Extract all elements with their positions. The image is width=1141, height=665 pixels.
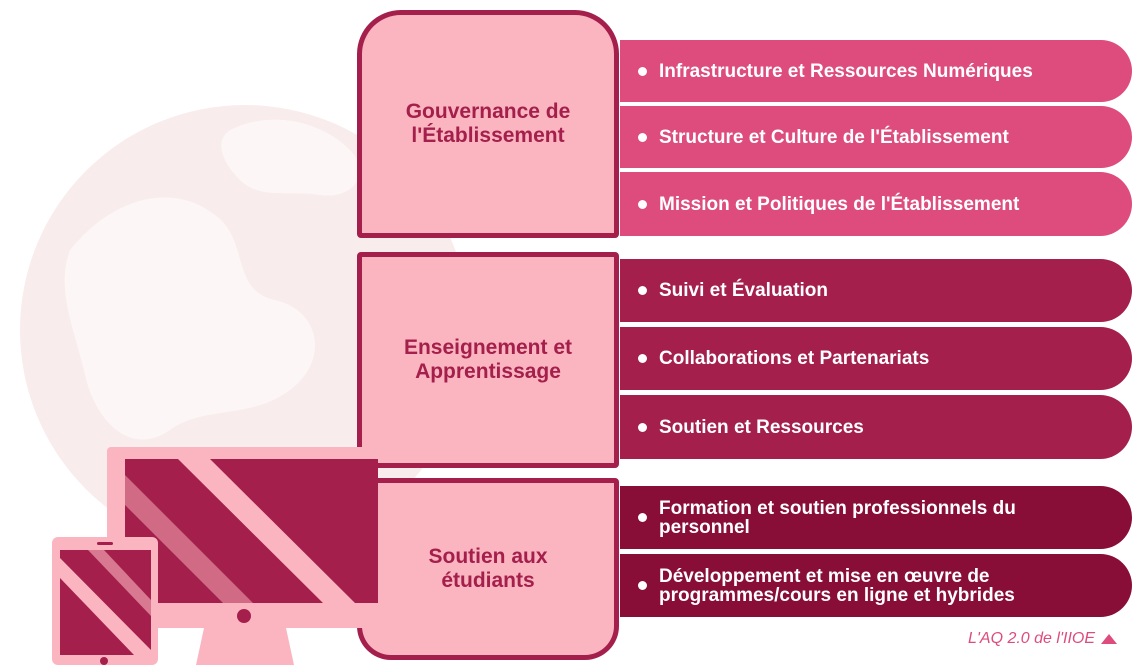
bullet-icon bbox=[638, 513, 647, 522]
category-enseignement: Enseignement et Apprentissage bbox=[357, 252, 619, 468]
item-pill: Suivi et Évaluation bbox=[620, 259, 1132, 322]
category-label: Enseignement et Apprentissage bbox=[403, 336, 573, 383]
item-label: Infrastructure et Ressources Numériques bbox=[659, 60, 1033, 82]
bullet-icon bbox=[638, 286, 647, 295]
item-label: Mission et Politiques de l'Établissement bbox=[659, 193, 1020, 215]
bullet-icon bbox=[638, 354, 647, 363]
category-label: Soutien aux étudiants bbox=[428, 545, 548, 592]
item-pill: Soutien et Ressources bbox=[620, 395, 1132, 459]
bullet-icon bbox=[638, 422, 647, 432]
bullet-icon bbox=[638, 199, 647, 209]
bullet-icon bbox=[638, 66, 647, 76]
item-label: Développement et mise en œuvre de progra… bbox=[659, 565, 1015, 606]
item-label: Soutien et Ressources bbox=[659, 416, 864, 438]
item-label: Formation et soutien professionnels du p… bbox=[659, 497, 1016, 538]
bullet-icon bbox=[638, 581, 647, 590]
chevron-up-icon bbox=[1101, 634, 1117, 644]
item-pill: Développement et mise en œuvre de progra… bbox=[620, 554, 1132, 617]
item-label: Structure et Culture de l'Établissement bbox=[659, 126, 1009, 148]
footer-label: L'AQ 2.0 de l'IIOE bbox=[967, 630, 1095, 647]
bullet-icon bbox=[638, 132, 647, 142]
item-pill: Collaborations et Partenariats bbox=[620, 327, 1132, 390]
category-gouvernance: Gouvernance de l'Établissement bbox=[357, 10, 619, 238]
item-pill: Formation et soutien professionnels du p… bbox=[620, 486, 1132, 549]
footer-credit: L'AQ 2.0 de l'IIOE bbox=[968, 630, 1117, 648]
category-soutien: Soutien aux étudiants bbox=[357, 478, 619, 660]
item-pill: Mission et Politiques de l'Établissement bbox=[620, 172, 1132, 236]
item-label: Collaborations et Partenariats bbox=[659, 348, 930, 369]
item-pill: Infrastructure et Ressources Numériques bbox=[620, 40, 1132, 102]
item-pill: Structure et Culture de l'Établissement bbox=[620, 106, 1132, 168]
item-label: Suivi et Évaluation bbox=[659, 280, 828, 301]
category-label: Gouvernance de l'Établissement bbox=[405, 100, 571, 147]
